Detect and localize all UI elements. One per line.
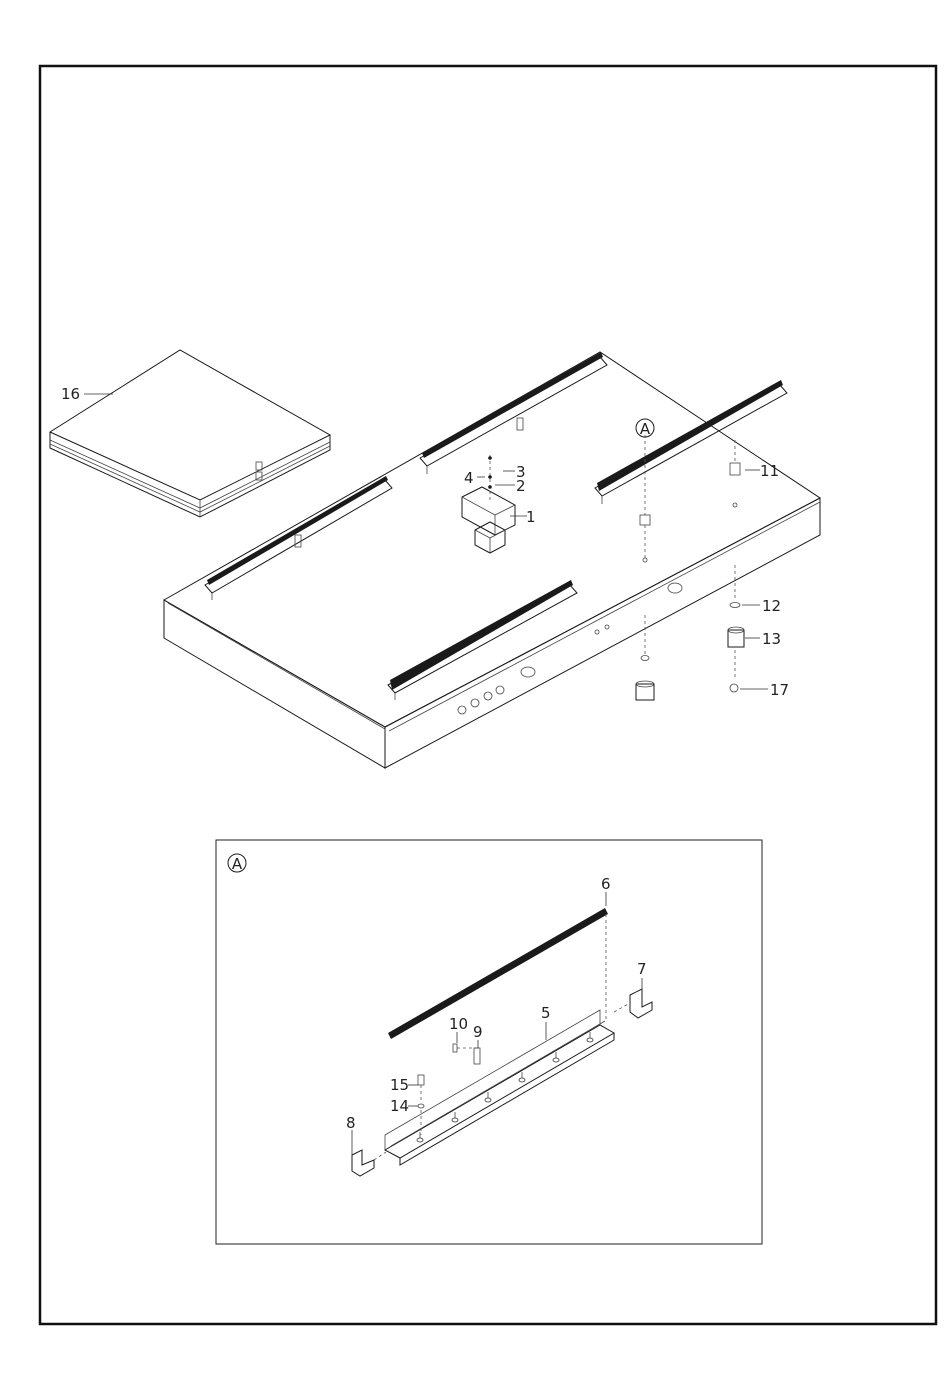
rail-detail-a bbox=[595, 380, 787, 504]
detail-marker-label: A bbox=[640, 420, 651, 438]
screws-stack bbox=[488, 455, 492, 500]
drawing-border bbox=[40, 66, 936, 1324]
fitting-column-left bbox=[636, 435, 654, 700]
main-assembly-view: A 1 2 3 4 11 12 13 16 17 bbox=[50, 350, 820, 768]
rail-back-left bbox=[205, 476, 392, 600]
end-cap-right bbox=[614, 978, 652, 1018]
stacked-plates bbox=[50, 350, 330, 517]
callout-14: 14 bbox=[390, 1097, 409, 1115]
detail-marker-a-main: A bbox=[636, 419, 654, 438]
detail-frame bbox=[216, 840, 762, 1244]
callout-4: 4 bbox=[464, 469, 474, 487]
rubber-strip bbox=[388, 892, 608, 1039]
rail-channel bbox=[385, 1010, 614, 1165]
callout-17: 17 bbox=[770, 681, 789, 699]
callout-3: 3 bbox=[516, 463, 526, 481]
callout-9: 9 bbox=[473, 1023, 483, 1041]
callout-12: 12 bbox=[762, 597, 781, 615]
callout-8: 8 bbox=[346, 1114, 356, 1132]
callout-11: 11 bbox=[760, 462, 779, 480]
callout-16: 16 bbox=[61, 385, 80, 403]
callout-6: 6 bbox=[601, 875, 611, 893]
callout-5: 5 bbox=[541, 1004, 551, 1022]
front-face-features bbox=[458, 583, 682, 714]
callout-7: 7 bbox=[637, 960, 647, 978]
fitting-column-right bbox=[728, 440, 744, 692]
callout-1: 1 bbox=[526, 508, 536, 526]
callout-leaders bbox=[84, 394, 768, 689]
clamp-blocks bbox=[462, 487, 515, 553]
detail-view-a: A bbox=[216, 840, 762, 1244]
detail-marker-a-box: A bbox=[228, 854, 246, 873]
callout-13: 13 bbox=[762, 630, 781, 648]
end-cap-left bbox=[352, 1130, 386, 1176]
callout-10: 10 bbox=[449, 1015, 468, 1033]
fasteners bbox=[408, 1032, 480, 1135]
rail-front bbox=[388, 580, 577, 700]
detail-marker-label-box: A bbox=[232, 855, 243, 873]
callout-15: 15 bbox=[390, 1076, 409, 1094]
rail-back-right bbox=[420, 352, 607, 474]
